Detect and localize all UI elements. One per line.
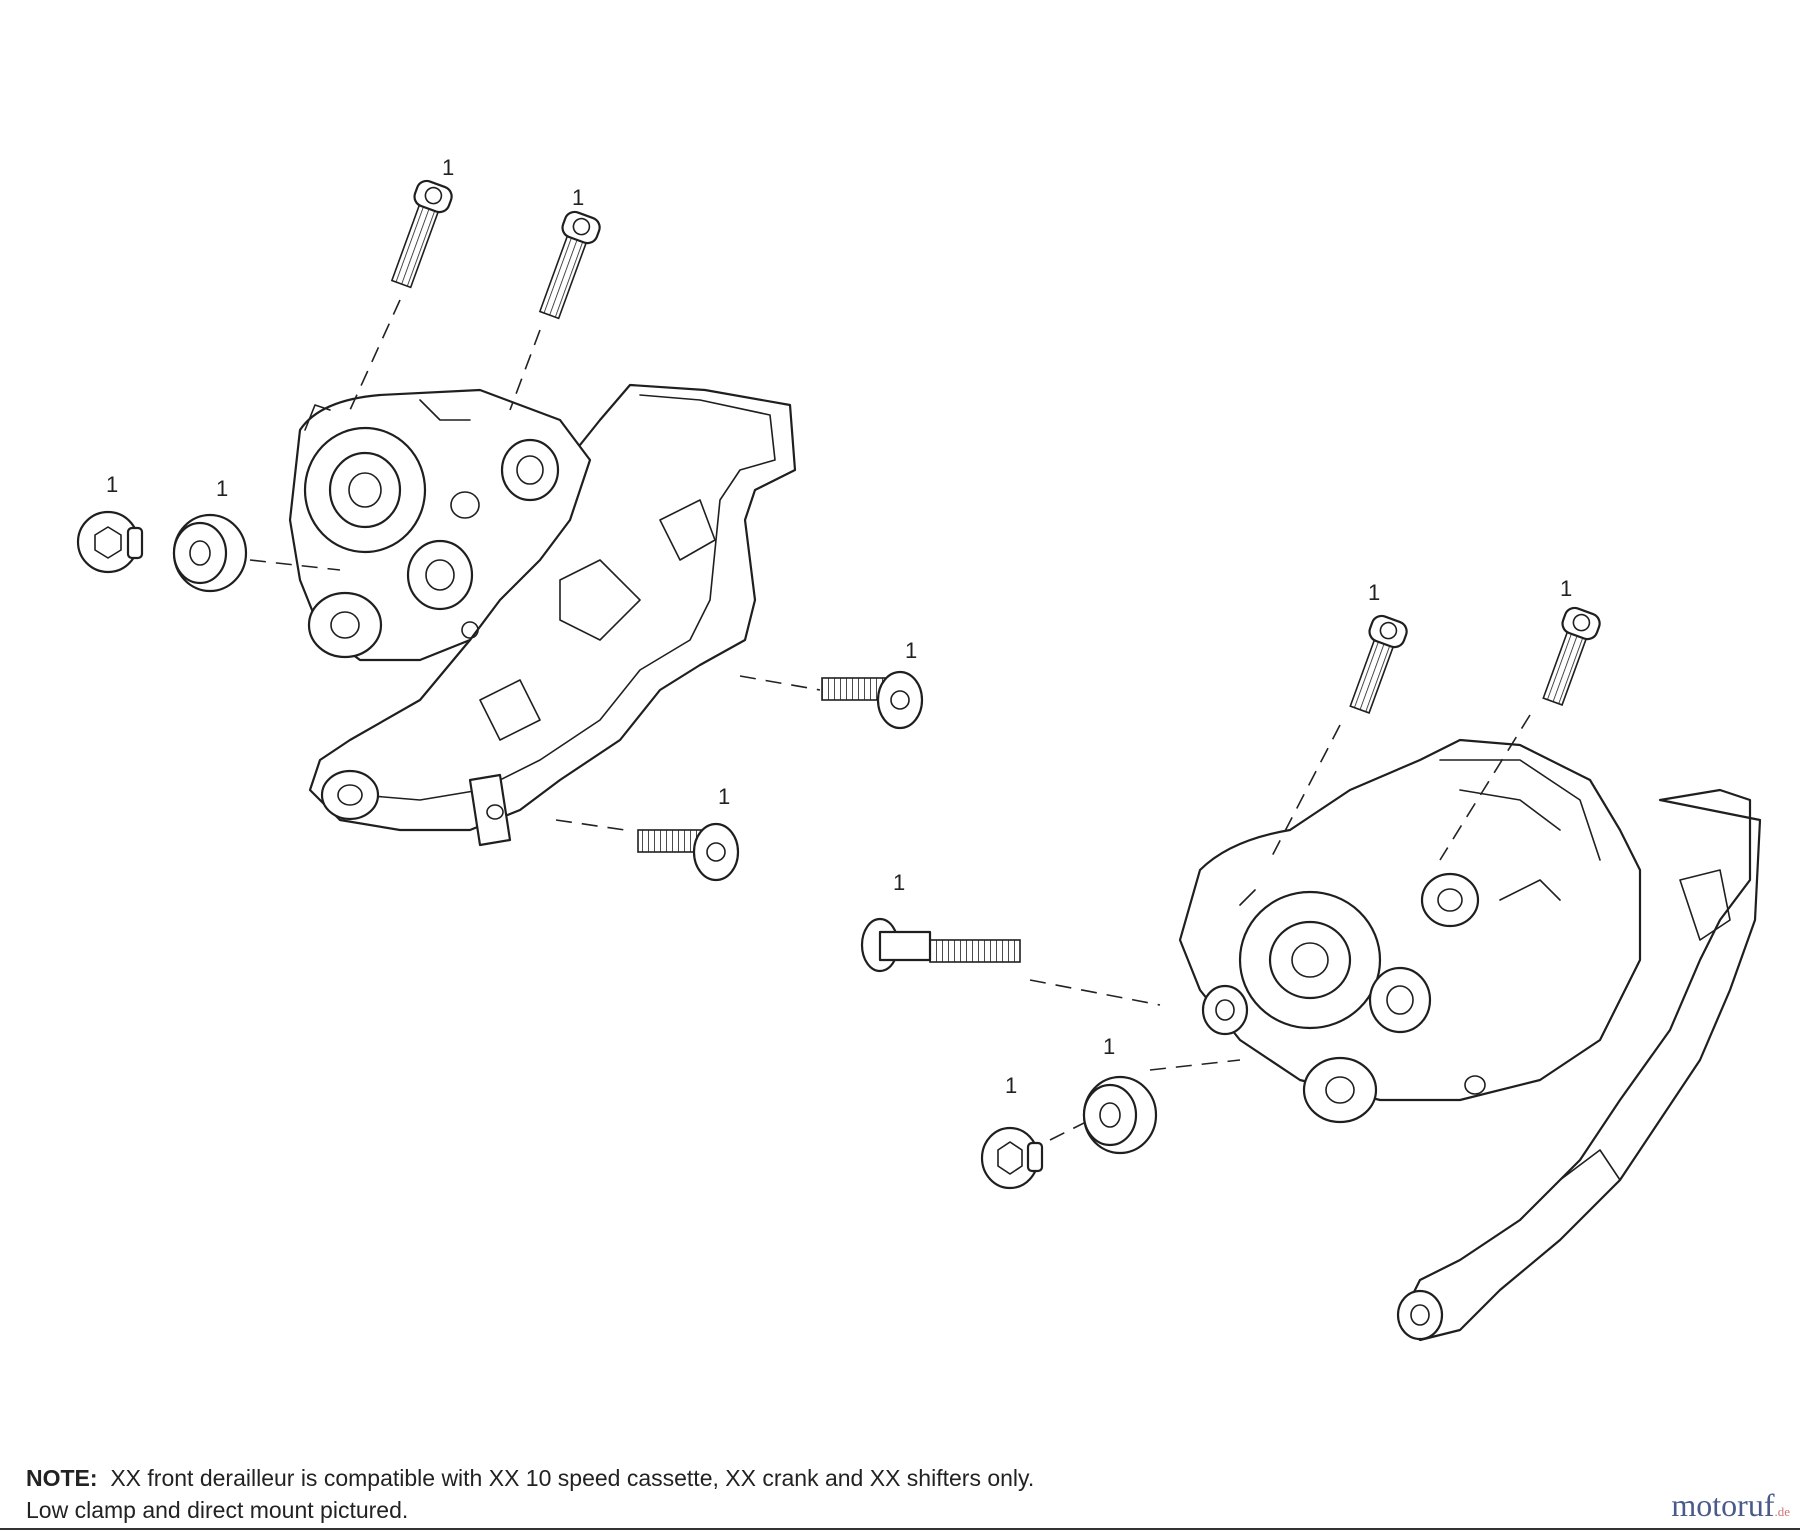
low-clamp-derailleur <box>288 383 797 847</box>
note-prefix: NOTE: <box>26 1465 98 1491</box>
top-screw-left-1 <box>390 179 453 289</box>
top-screw-left-2 <box>538 210 601 320</box>
washer-left <box>172 513 248 593</box>
footnote: NOTE: XX front derailleur is compatible … <box>26 1462 1034 1526</box>
logo-tld: .de <box>1774 1504 1790 1519</box>
label-top-screw-left-1: 1 <box>442 155 454 180</box>
label-mount-screw-middle-1: 1 <box>905 638 917 663</box>
bottom-divider <box>0 1528 1800 1530</box>
label-mount-screw-middle-2: 1 <box>718 784 730 809</box>
label-side-screw-right: 1 <box>1005 1073 1017 1098</box>
label-washer-left: 1 <box>216 476 228 501</box>
label-top-screw-right-2: 1 <box>1560 576 1572 601</box>
label-washer-right: 1 <box>1103 1034 1115 1059</box>
label-top-screw-left-2: 1 <box>572 185 584 210</box>
brand-logo: motoruf.de <box>1671 1487 1790 1524</box>
logo-text: motoruf <box>1671 1487 1775 1523</box>
top-screw-right-2 <box>1542 606 1601 706</box>
label-side-screw-left: 1 <box>106 472 118 497</box>
direct-mount-derailleur <box>1178 738 1762 1342</box>
label-top-screw-right-1: 1 <box>1368 580 1380 605</box>
note-line-2: Low clamp and direct mount pictured. <box>26 1497 409 1523</box>
long-bolt <box>860 917 1021 973</box>
mount-screw-middle-2 <box>637 822 740 882</box>
washer-right <box>1082 1075 1158 1155</box>
note-text-1: XX front derailleur is compatible with X… <box>110 1465 1035 1491</box>
side-screw-left <box>76 510 144 574</box>
assembly-lines <box>249 299 1531 1141</box>
top-screw-right-1 <box>1349 614 1408 714</box>
side-screw-right <box>980 1126 1044 1190</box>
note-line-1: NOTE: XX front derailleur is compatible … <box>26 1462 1034 1494</box>
mount-screw-middle-1 <box>821 670 924 730</box>
part-labels: 1 1 1 1 1 1 1 1 1 1 1 <box>106 155 1572 1098</box>
label-long-bolt: 1 <box>893 870 905 895</box>
